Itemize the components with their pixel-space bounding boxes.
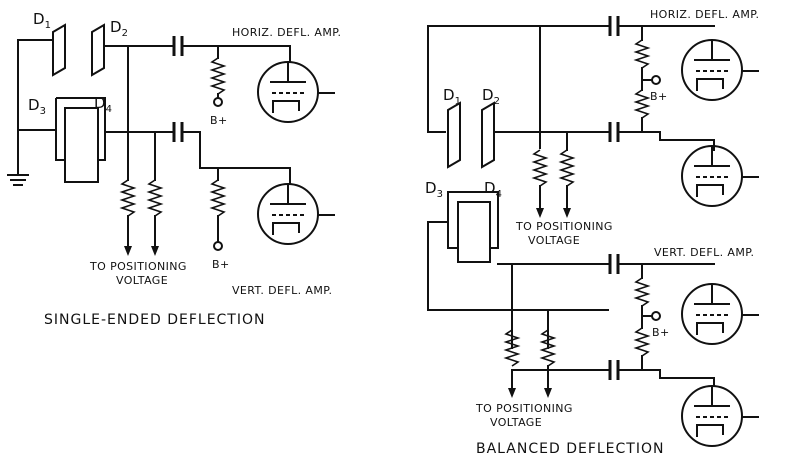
arrow-positioning-balanced-top-2: [563, 208, 571, 218]
label-d2-balanced: D2: [482, 86, 500, 107]
capacitor-vert-single: [172, 122, 184, 142]
arrow-positioning-balanced-bottom-2: [544, 388, 552, 398]
arrow-positioning-single-1: [124, 246, 132, 256]
resistor-vert-lower-balanced: [633, 327, 651, 357]
bplus-label-balanced-horiz: B+: [650, 90, 668, 103]
resistor-vert-upper-balanced: [633, 277, 651, 307]
label-d2-single: D2: [110, 18, 128, 39]
ground-symbol-single: [7, 39, 29, 186]
plate-d2-balanced: [481, 101, 495, 169]
horiz-amp-label-single: HORIZ. DEFL. AMP.: [232, 26, 341, 39]
resistor-horiz-lower-balanced: [633, 89, 651, 119]
plate-d2-single: [91, 23, 105, 77]
plate-d1-balanced: [447, 101, 461, 169]
tube-vert-amp-balanced-top: [681, 283, 759, 345]
resistor-positioning-balanced-top-2: [558, 149, 576, 187]
bplus-label-balanced-vert: B+: [652, 326, 670, 339]
label-d4-balanced: D4: [484, 179, 502, 200]
positioning-label-balanced-top-2: VOLTAGE: [528, 234, 580, 247]
resistor-positioning-single-2: [146, 179, 164, 217]
resistor-horiz-upper-balanced: [633, 39, 651, 69]
capacitor-vert-bottom-balanced: [608, 360, 620, 380]
arrow-positioning-balanced-bottom-1: [508, 388, 516, 398]
label-d3-single: D3: [28, 96, 46, 117]
capacitor-vert-top-balanced: [608, 254, 620, 274]
label-d1-balanced: D1: [443, 86, 461, 107]
label-d4-single: D4: [94, 94, 112, 115]
bplus-terminal-single-bottom: [213, 241, 223, 251]
tube-vert-amp-single: [257, 183, 335, 245]
positioning-label-balanced-bottom-2: VOLTAGE: [490, 416, 542, 429]
resistor-positioning-balanced-top-1: [531, 149, 549, 187]
resistor-positioning-balanced-bottom-1: [503, 329, 521, 367]
arrow-positioning-single-2: [151, 246, 159, 256]
plate-d4-single: [64, 107, 99, 183]
capacitor-horiz-bottom-balanced: [608, 122, 620, 142]
vert-amp-label-single: VERT. DEFL. AMP.: [232, 284, 332, 297]
label-d3-balanced: D3: [425, 179, 443, 200]
resistor-grid-vert-single: [209, 179, 227, 217]
balanced-circuit: D1 D2 B+ TO POSITIONING VOLTAGE: [425, 8, 759, 457]
positioning-label-single-2: VOLTAGE: [116, 274, 168, 287]
bplus-label-single-bottom: B+: [212, 258, 230, 271]
positioning-label-single-1: TO POSITIONING: [89, 260, 187, 273]
horiz-amp-label-balanced: HORIZ. DEFL. AMP.: [650, 8, 759, 21]
resistor-positioning-balanced-bottom-2: [539, 329, 557, 367]
capacitor-horiz-top-balanced: [608, 16, 620, 36]
positioning-label-balanced-bottom-1: TO POSITIONING: [475, 402, 573, 415]
caption-single-ended: SINGLE-ENDED DEFLECTION: [44, 312, 265, 328]
resistor-positioning-single-1: [119, 179, 137, 217]
tube-horiz-amp-single: [257, 61, 335, 123]
vert-amp-label-balanced: VERT. DEFL. AMP.: [654, 246, 754, 259]
tube-vert-amp-balanced-bottom: [681, 385, 759, 447]
resistor-grid-horiz-single: [209, 57, 227, 95]
label-d1-single: D1: [33, 10, 51, 31]
tube-horiz-amp-balanced-bottom: [681, 145, 759, 207]
tube-horiz-amp-balanced-top: [681, 39, 759, 101]
plate-d4-balanced: [457, 201, 491, 263]
plate-d1-single: [52, 23, 66, 77]
single-ended-circuit: D1 D2 D3 D4 B+: [7, 10, 341, 328]
arrow-positioning-balanced-top-1: [536, 208, 544, 218]
positioning-label-balanced-top-1: TO POSITIONING: [515, 220, 613, 233]
capacitor-horiz-single: [172, 36, 184, 56]
bplus-terminal-balanced-vert: [651, 311, 661, 321]
bplus-terminal-balanced-horiz: [651, 75, 661, 85]
bplus-label-single-top: B+: [210, 114, 228, 127]
bplus-terminal-single-top: [213, 97, 223, 107]
caption-balanced: BALANCED DEFLECTION: [476, 441, 664, 457]
